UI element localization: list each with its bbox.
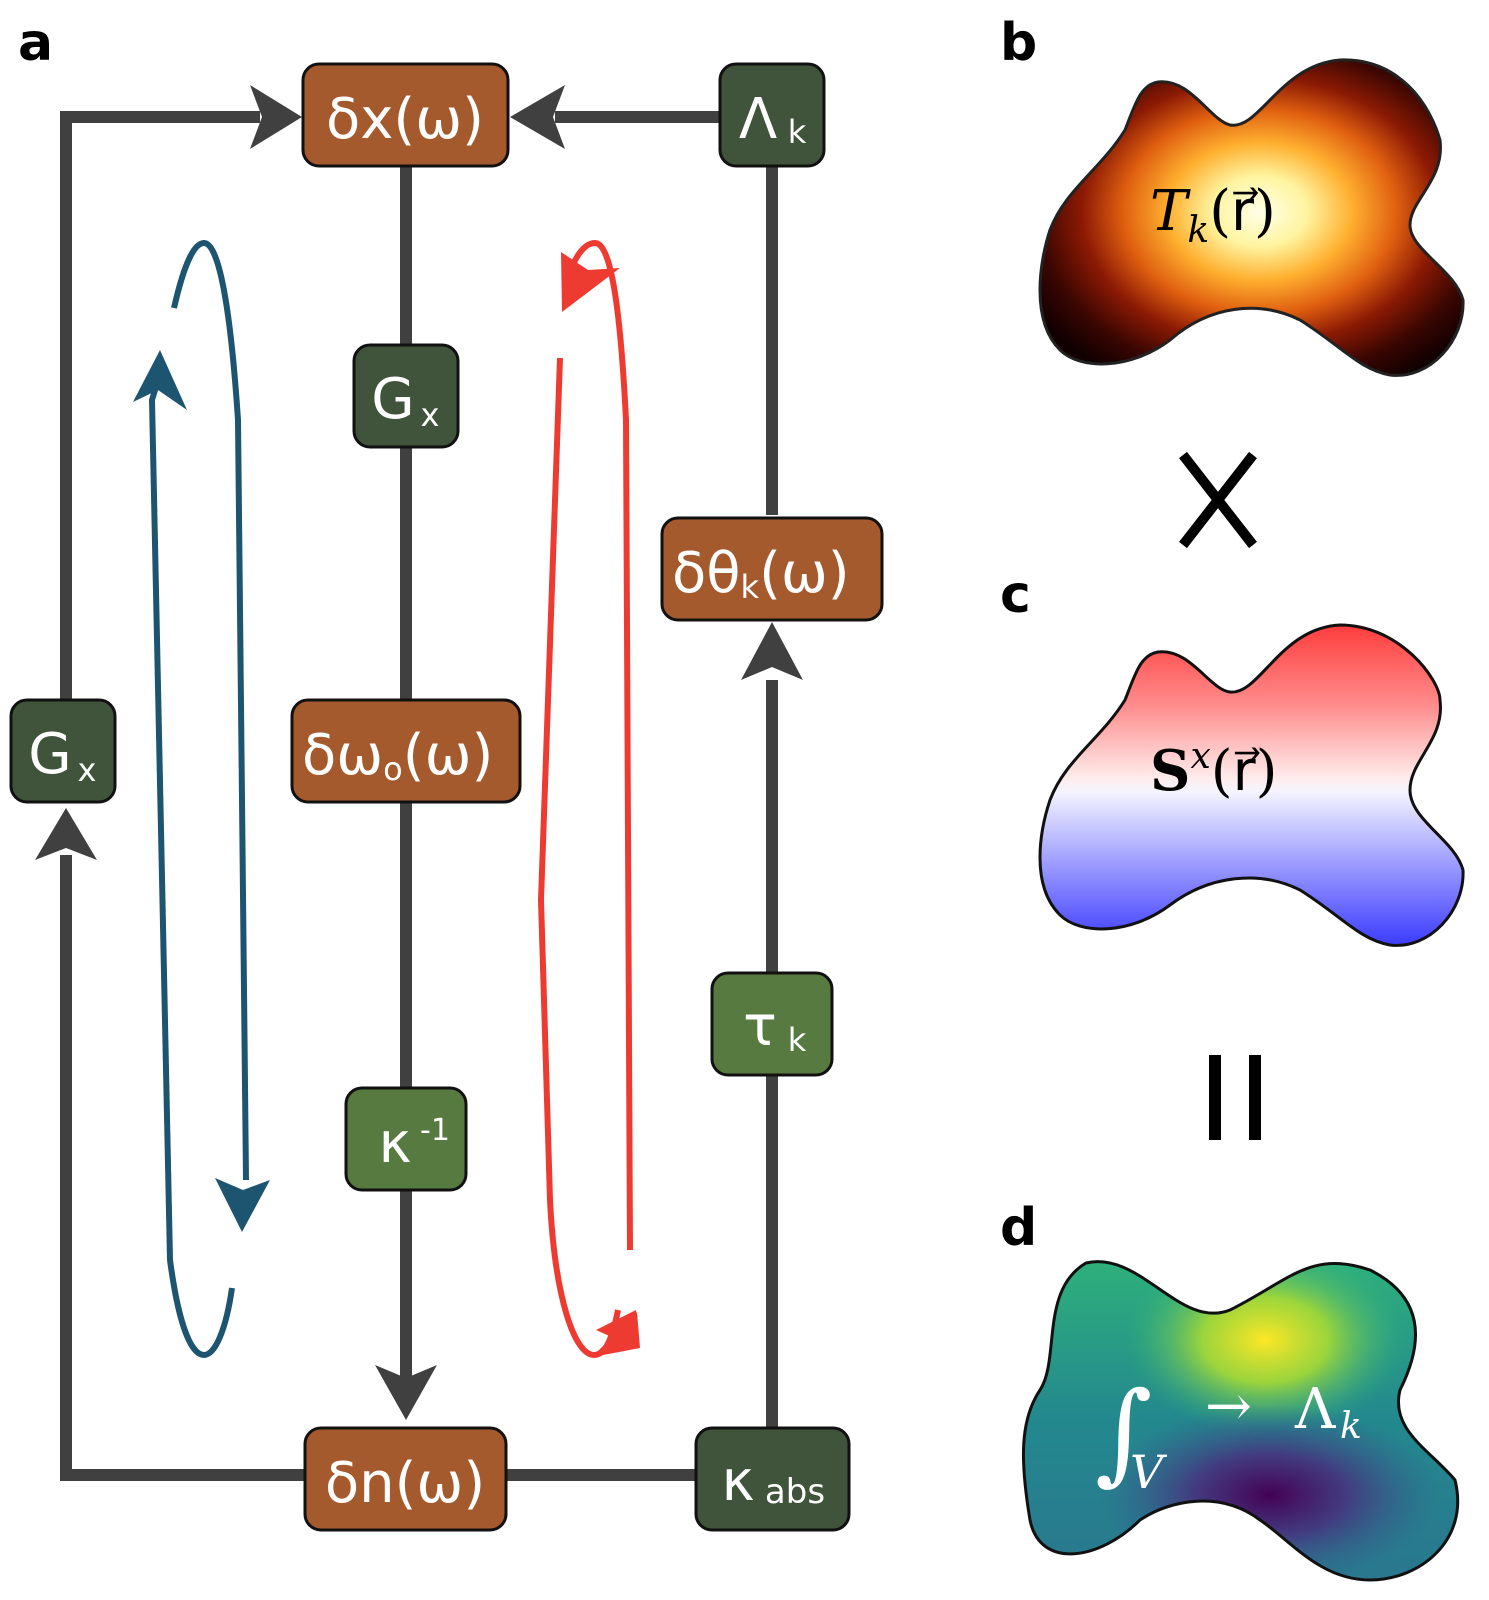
panel-d-integral-sub: V — [1130, 1445, 1168, 1499]
bwr-blob-shape — [1038, 623, 1465, 947]
node-kappa-abs: κ abs — [694, 1426, 851, 1532]
node-kappa-inverse-sup: -1 — [420, 1113, 450, 1148]
connector-left-bottom — [60, 855, 305, 1481]
panel-b-sub: k — [1187, 210, 1209, 251]
node-lambda-k-sub: k — [788, 113, 807, 151]
panel-label-d: d — [1000, 1198, 1037, 1258]
domega-tail: (ω) — [403, 723, 494, 788]
arrowhead-into-dn — [375, 1365, 437, 1420]
node-tau-k: τ k — [710, 971, 834, 1077]
node-dx-label: δx(ω) — [326, 87, 484, 152]
panel-d-arrow: → — [1205, 1374, 1252, 1439]
panel-c-spin-blob: Sx(r⃗) — [1038, 623, 1465, 947]
node-gx-left: G x — [9, 698, 117, 804]
node-lambda-k-main: Λ — [739, 87, 777, 152]
times-icon — [1179, 451, 1257, 549]
panel-b-tail: (r⃗) — [1209, 179, 1276, 244]
viridis-blob-shape — [1021, 1260, 1460, 1582]
panel-b-T: T — [1150, 179, 1191, 244]
blue-feedback-loop — [148, 239, 249, 1359]
node-dx: δx(ω) — [301, 62, 510, 168]
arrowhead-into-dx-left — [250, 85, 302, 149]
red-arrow-top-icon — [561, 252, 620, 312]
node-gx-left-sub: x — [78, 751, 97, 789]
node-domega-main: δωo(ω) — [302, 723, 493, 788]
dtheta-sub: k — [741, 568, 760, 606]
node-kappa-abs-sub: abs — [765, 1472, 825, 1512]
node-gx-left-main: G — [28, 722, 71, 787]
equals-operator — [1209, 1055, 1261, 1140]
panel-d-integral-blob: ∫ V → Λ k — [1021, 1260, 1460, 1582]
domega-symbol: δω — [302, 723, 383, 788]
equals-bar-left — [1209, 1055, 1221, 1140]
node-kappa-inverse: κ -1 — [344, 1086, 468, 1192]
node-domega-o: δωo(ω) — [290, 698, 522, 804]
panel-d-lambda: Λ — [1294, 1377, 1336, 1442]
panel-label-c: c — [1000, 565, 1031, 625]
blue-loop-left-arc — [148, 379, 235, 1359]
equals-bar-right — [1249, 1055, 1261, 1140]
node-gx-center: G x — [352, 343, 460, 449]
panel-d-integral: ∫ — [1095, 1368, 1152, 1496]
heat-blob-shape — [1038, 58, 1465, 377]
arrowhead-into-dtheta — [741, 622, 803, 680]
node-dtheta-k: δθk(ω) — [660, 516, 884, 622]
connector-left-top — [60, 111, 260, 700]
node-dtheta-main: δθk(ω) — [672, 541, 850, 606]
panel-c-tail: (r⃗) — [1211, 739, 1278, 804]
panel-c-S: S — [1150, 738, 1190, 804]
node-kappa-abs-main: κ — [721, 1449, 754, 1514]
blue-arrow-down-icon — [215, 1178, 270, 1232]
node-tau-k-main: τ — [743, 994, 777, 1059]
domega-sub: o — [383, 750, 403, 788]
panel-d-lambda-sub: k — [1340, 1406, 1362, 1447]
arrowhead-into-dx-right — [510, 85, 565, 149]
blue-loop-right-arc — [171, 239, 249, 1181]
node-dn: δn(ω) — [303, 1426, 508, 1532]
blue-loop-arrowheads — [133, 350, 270, 1232]
node-gx-center-main: G — [371, 367, 414, 432]
panel-label-b: b — [1000, 13, 1037, 73]
arrowhead-into-gx-left — [35, 808, 97, 860]
arrowheads — [35, 85, 803, 1420]
blue-arrow-up-icon — [133, 350, 187, 410]
node-gx-center-sub: x — [421, 396, 440, 434]
panel-c-sup: x — [1190, 736, 1210, 777]
dtheta-tail: (ω) — [759, 541, 850, 606]
red-feedback-loop — [537, 239, 633, 1359]
panel-b-temperature-blob: Tk(r⃗) — [1038, 58, 1465, 377]
node-tau-k-sub: k — [788, 1021, 807, 1059]
dtheta-symbol: δθ — [672, 541, 741, 606]
red-loop-arrowheads — [561, 252, 640, 1356]
red-arrow-bottom-fill — [596, 1310, 636, 1348]
node-dn-label: δn(ω) — [325, 1451, 485, 1516]
node-lambda-k: Λ k — [718, 62, 826, 168]
red-loop-left-arc — [537, 357, 621, 1359]
node-kappa-inverse-main: κ — [378, 1111, 411, 1176]
times-operator — [1179, 451, 1257, 549]
panel-c-expression: Sx(r⃗) — [1150, 736, 1277, 804]
red-loop-right-arc — [564, 239, 633, 1251]
panel-label-a: a — [18, 13, 53, 73]
panel-b-expression: Tk(r⃗) — [1150, 179, 1276, 251]
